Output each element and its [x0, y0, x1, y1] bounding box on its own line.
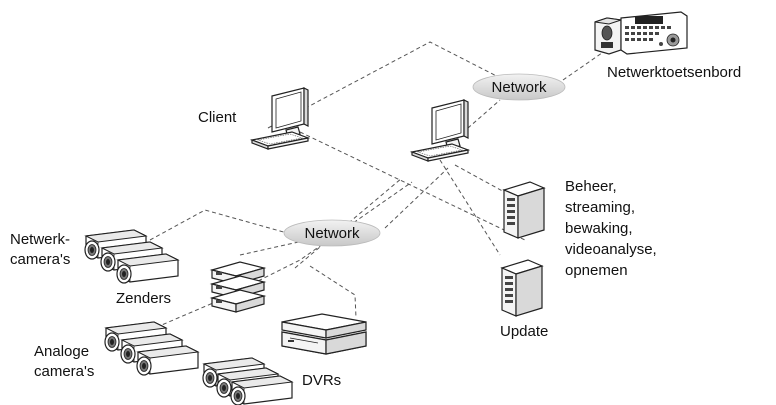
network-keyboard-label: Netwerktoetsenbord [607, 64, 741, 81]
analog-cameras-label-line-1: Analoge [34, 343, 89, 360]
network-cloud-top: Network [472, 73, 566, 101]
network-cloud-mid: Network [283, 219, 381, 247]
management-label-line-1: Beheer, [565, 178, 617, 195]
keyboard-icon [594, 11, 688, 55]
dvr-icon [281, 313, 367, 355]
monitor-icon [411, 99, 469, 162]
update-label: Update [500, 323, 548, 340]
management-label-line-2: streaming, [565, 199, 635, 216]
dvrs-label: DVRs [302, 372, 341, 389]
server-icon [503, 181, 545, 239]
monitor-icon [251, 87, 309, 150]
management-label-line-5: opnemen [565, 262, 628, 279]
network-top-label: Network [491, 79, 547, 96]
network-cameras-label-line-2: camera's [10, 251, 70, 268]
network-links [149, 41, 613, 331]
management-label-line-4: videoanalyse, [565, 241, 657, 258]
server-icon [501, 259, 543, 317]
network-mid-label: Network [304, 225, 360, 242]
management-label-line-3: bewaking, [565, 220, 633, 237]
encoders-label: Zenders [116, 290, 171, 307]
network-cameras-label-line-1: Netwerk- [10, 231, 70, 248]
client-label: Client [198, 109, 237, 126]
analog-cameras-label-line-2: camera's [34, 363, 94, 380]
